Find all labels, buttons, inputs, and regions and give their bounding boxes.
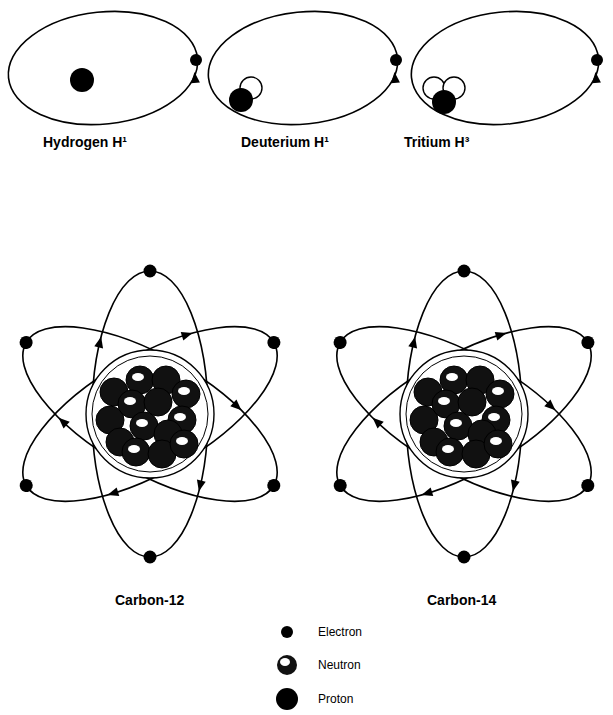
legend-text: Neutron: [318, 657, 361, 673]
tritium-atom: [406, 2, 605, 133]
atom-label: Carbon-12: [115, 592, 184, 608]
atom-label: Carbon-14: [427, 592, 496, 608]
carbon-14-atom: [306, 265, 613, 564]
atom-label: Deuterium H¹: [241, 134, 329, 150]
atom-label: Tritium H³: [404, 134, 469, 150]
carbon-12-atom: [0, 265, 308, 564]
legend-text: Electron: [318, 624, 362, 640]
hydrogen-atom: [3, 2, 204, 133]
legend-text: Proton: [318, 691, 353, 707]
deuterium-atom: [203, 2, 404, 133]
legend-samples: [276, 626, 298, 710]
atom-label: Hydrogen H¹: [43, 134, 127, 150]
